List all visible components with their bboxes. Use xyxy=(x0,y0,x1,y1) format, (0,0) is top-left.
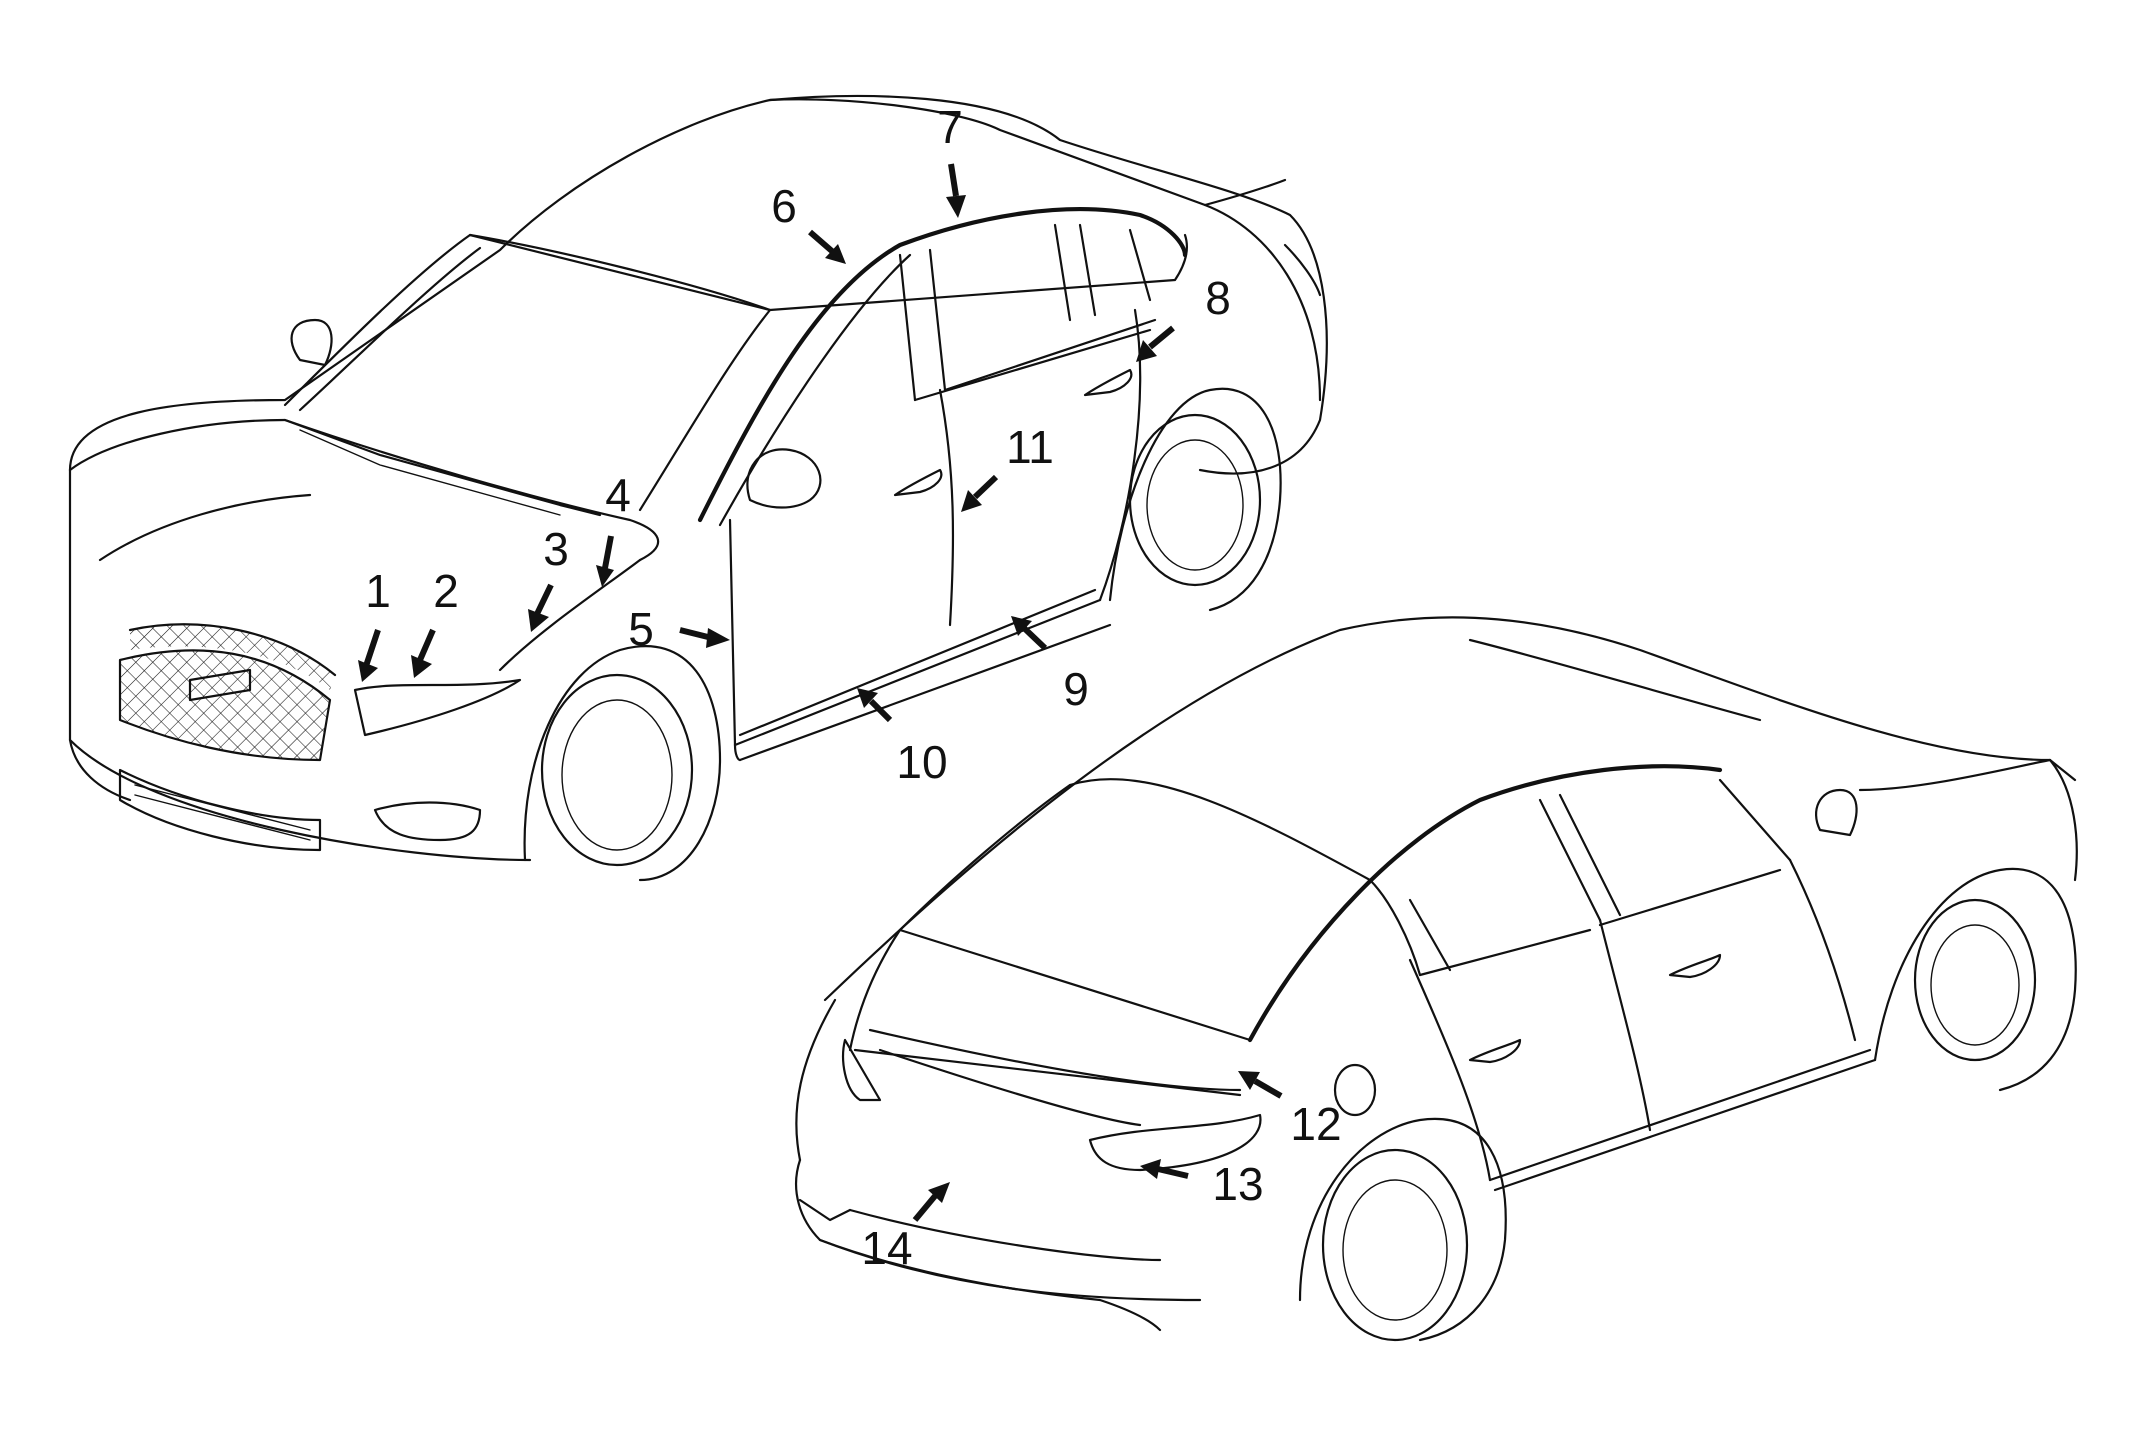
callout-12-arrow xyxy=(1238,1071,1283,1099)
callout-1-label: 1 xyxy=(365,565,391,617)
callout-3-arrow xyxy=(528,583,554,632)
callout-9-arrow xyxy=(1011,616,1048,651)
callout-6-label: 6 xyxy=(771,180,797,232)
callout-13-label: 13 xyxy=(1212,1158,1263,1210)
callout-2-arrow xyxy=(411,628,436,678)
callout-numbers: 1 2 3 4 5 6 7 8 9 10 11 12 13 14 xyxy=(365,101,1341,1274)
callout-11-label: 11 xyxy=(1006,421,1054,473)
callout-5-label: 5 xyxy=(628,603,654,655)
callout-3-label: 3 xyxy=(543,523,569,575)
callout-14-arrow xyxy=(912,1182,950,1222)
rear-view-car xyxy=(795,616,2078,1342)
callout-8-label: 8 xyxy=(1205,272,1231,324)
callout-14-label: 14 xyxy=(861,1222,912,1274)
callout-6-arrow xyxy=(808,229,846,264)
callout-2-label: 2 xyxy=(433,565,459,617)
callout-11-arrow xyxy=(961,474,999,512)
callout-arrows xyxy=(358,163,1283,1222)
callout-7-arrow xyxy=(946,163,966,218)
callout-12-label: 12 xyxy=(1290,1098,1341,1150)
callout-9-label: 9 xyxy=(1063,663,1089,715)
front-view-car xyxy=(68,94,1328,882)
callout-13-arrow xyxy=(1140,1159,1189,1179)
callout-8-arrow xyxy=(1136,325,1175,362)
callout-7-label: 7 xyxy=(937,101,963,153)
callout-1-arrow xyxy=(358,629,381,682)
callout-5-arrow xyxy=(679,627,730,648)
callout-10-arrow xyxy=(857,688,893,723)
callout-10-label: 10 xyxy=(896,736,947,788)
callout-4-arrow xyxy=(596,535,614,587)
callout-4-label: 4 xyxy=(605,469,631,521)
